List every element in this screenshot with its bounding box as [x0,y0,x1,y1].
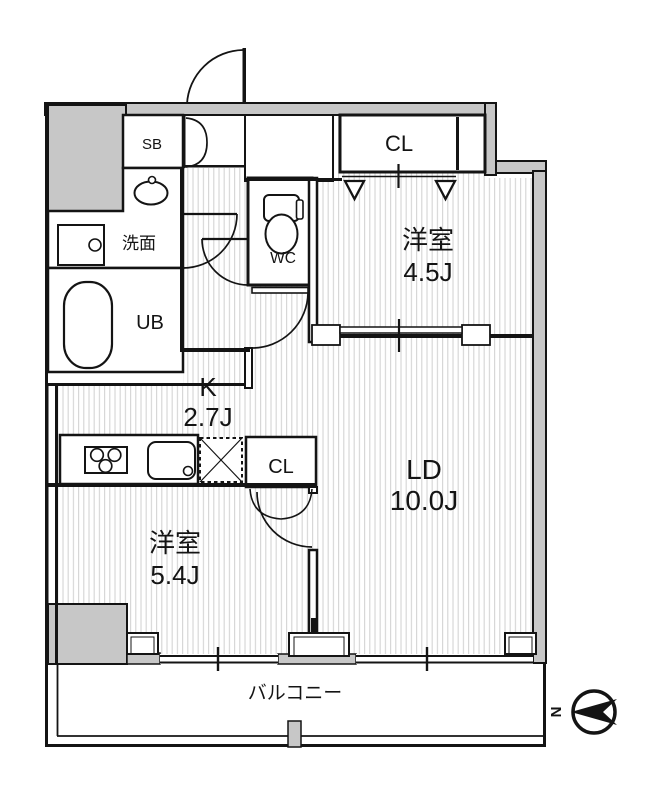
ub-label: UB [136,312,164,334]
wall-notch-bottomleft [47,603,128,665]
sink-faucet-icon [147,175,157,185]
wall-jamb-center [311,618,318,636]
balcony [45,663,546,748]
wall-ub-bottom-core [48,371,183,383]
compass-arrow-icon [571,699,617,725]
room-5-4j-door-arc [256,491,313,548]
ld-size: 10.0J [390,485,459,516]
ld-name: LD [406,454,442,485]
closet-mid-door-arcs [249,488,313,520]
closet-top [338,113,487,174]
kitchen-name: K [199,372,217,402]
wc-label: WC [270,250,296,267]
wall-4-5j-west [307,176,319,344]
wall-topright-step-v [484,102,497,176]
sliding-door-4-5j [311,319,491,352]
wall-left-inner-line [55,385,58,663]
wall-block-topleft [47,104,127,214]
balcony-label: バルコニー [248,683,343,704]
room-4-5j-name: 洋室 [402,225,454,255]
sb-door-arcs [185,117,208,168]
hanger-pipe-mark-left [343,179,366,202]
closet-mid-label: CL [268,456,294,478]
closet-top-divider [456,117,459,170]
washer-drain-icon [88,238,102,252]
sb-door-line [182,115,186,168]
window-jamb-left [126,632,159,655]
wall-corridor-south [180,348,250,352]
kitchen-size: 2.7J [183,402,232,432]
room-4-5j-size: 4.5J [403,257,452,287]
fridge-space-icon [199,437,243,483]
sb-label: SB [142,136,162,153]
window-jamb-middle [288,632,350,657]
closet-mid [244,435,318,489]
wall-k-5-4j [48,483,317,487]
south-windows [126,618,537,671]
wall-right-band [532,170,547,664]
wall-void-south [245,178,342,181]
hanger-pipe-mark-right [434,179,457,202]
wall-4-5j-ld [312,334,533,338]
compass-north-label: N [548,707,565,718]
kitchen-drain-icon [182,465,194,477]
balcony-divider [287,720,302,748]
wall-corridor-west [180,168,183,350]
ld-door-arc [251,292,309,349]
entrance-step-line [183,165,245,168]
wall-stub-nook [244,347,253,389]
wall-5-4j-stub [308,486,318,494]
fixtures [57,175,304,483]
wall-left-outer-line [45,103,49,663]
room-5-4j-size: 5.4J [150,560,199,590]
entrance-hall [184,115,245,168]
senmen-label: 洗面 [122,234,156,253]
void-space [244,112,334,182]
entrance-door-leaf [242,48,246,104]
toilet-lever-icon [295,199,304,220]
ld-door-leaf [251,286,309,294]
sink-bowl-icon [133,180,169,206]
bathtub-icon [62,280,114,370]
window-jamb-right [504,632,537,655]
interior-walls [48,165,533,487]
entrance-door-arc [186,49,244,105]
washroom-door-arc [182,213,238,269]
doors [182,48,313,548]
compass: N [548,689,617,735]
closet-top-label: CL [385,131,413,156]
closet-top-track [342,164,457,202]
wc-door-arc [201,238,249,286]
toilet-bowl-icon [264,213,299,255]
room-5-4j-name: 洋室 [149,528,201,558]
wall-ub-bottom-line2 [48,383,250,386]
